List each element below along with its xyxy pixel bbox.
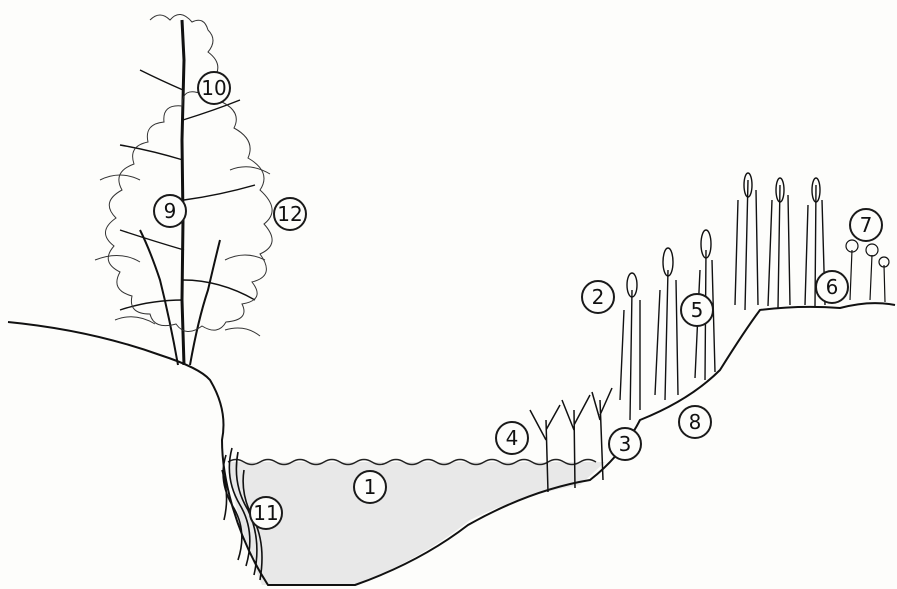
marker-2: 2 — [581, 280, 615, 314]
ground-profile — [8, 303, 895, 585]
water-body — [228, 460, 605, 585]
marker-4: 4 — [495, 421, 529, 455]
marker-1: 1 — [353, 470, 387, 504]
bank-flowers — [846, 240, 889, 302]
marker-5: 5 — [680, 293, 714, 327]
marker-6: 6 — [815, 270, 849, 304]
marker-3: 3 — [608, 427, 642, 461]
marker-8: 8 — [678, 405, 712, 439]
marker-9: 9 — [153, 194, 187, 228]
marker-12: 12 — [273, 197, 307, 231]
marker-10: 10 — [197, 71, 231, 105]
marker-11: 11 — [249, 496, 283, 530]
upper-bank-grasses — [735, 173, 825, 310]
marker-7: 7 — [849, 208, 883, 242]
